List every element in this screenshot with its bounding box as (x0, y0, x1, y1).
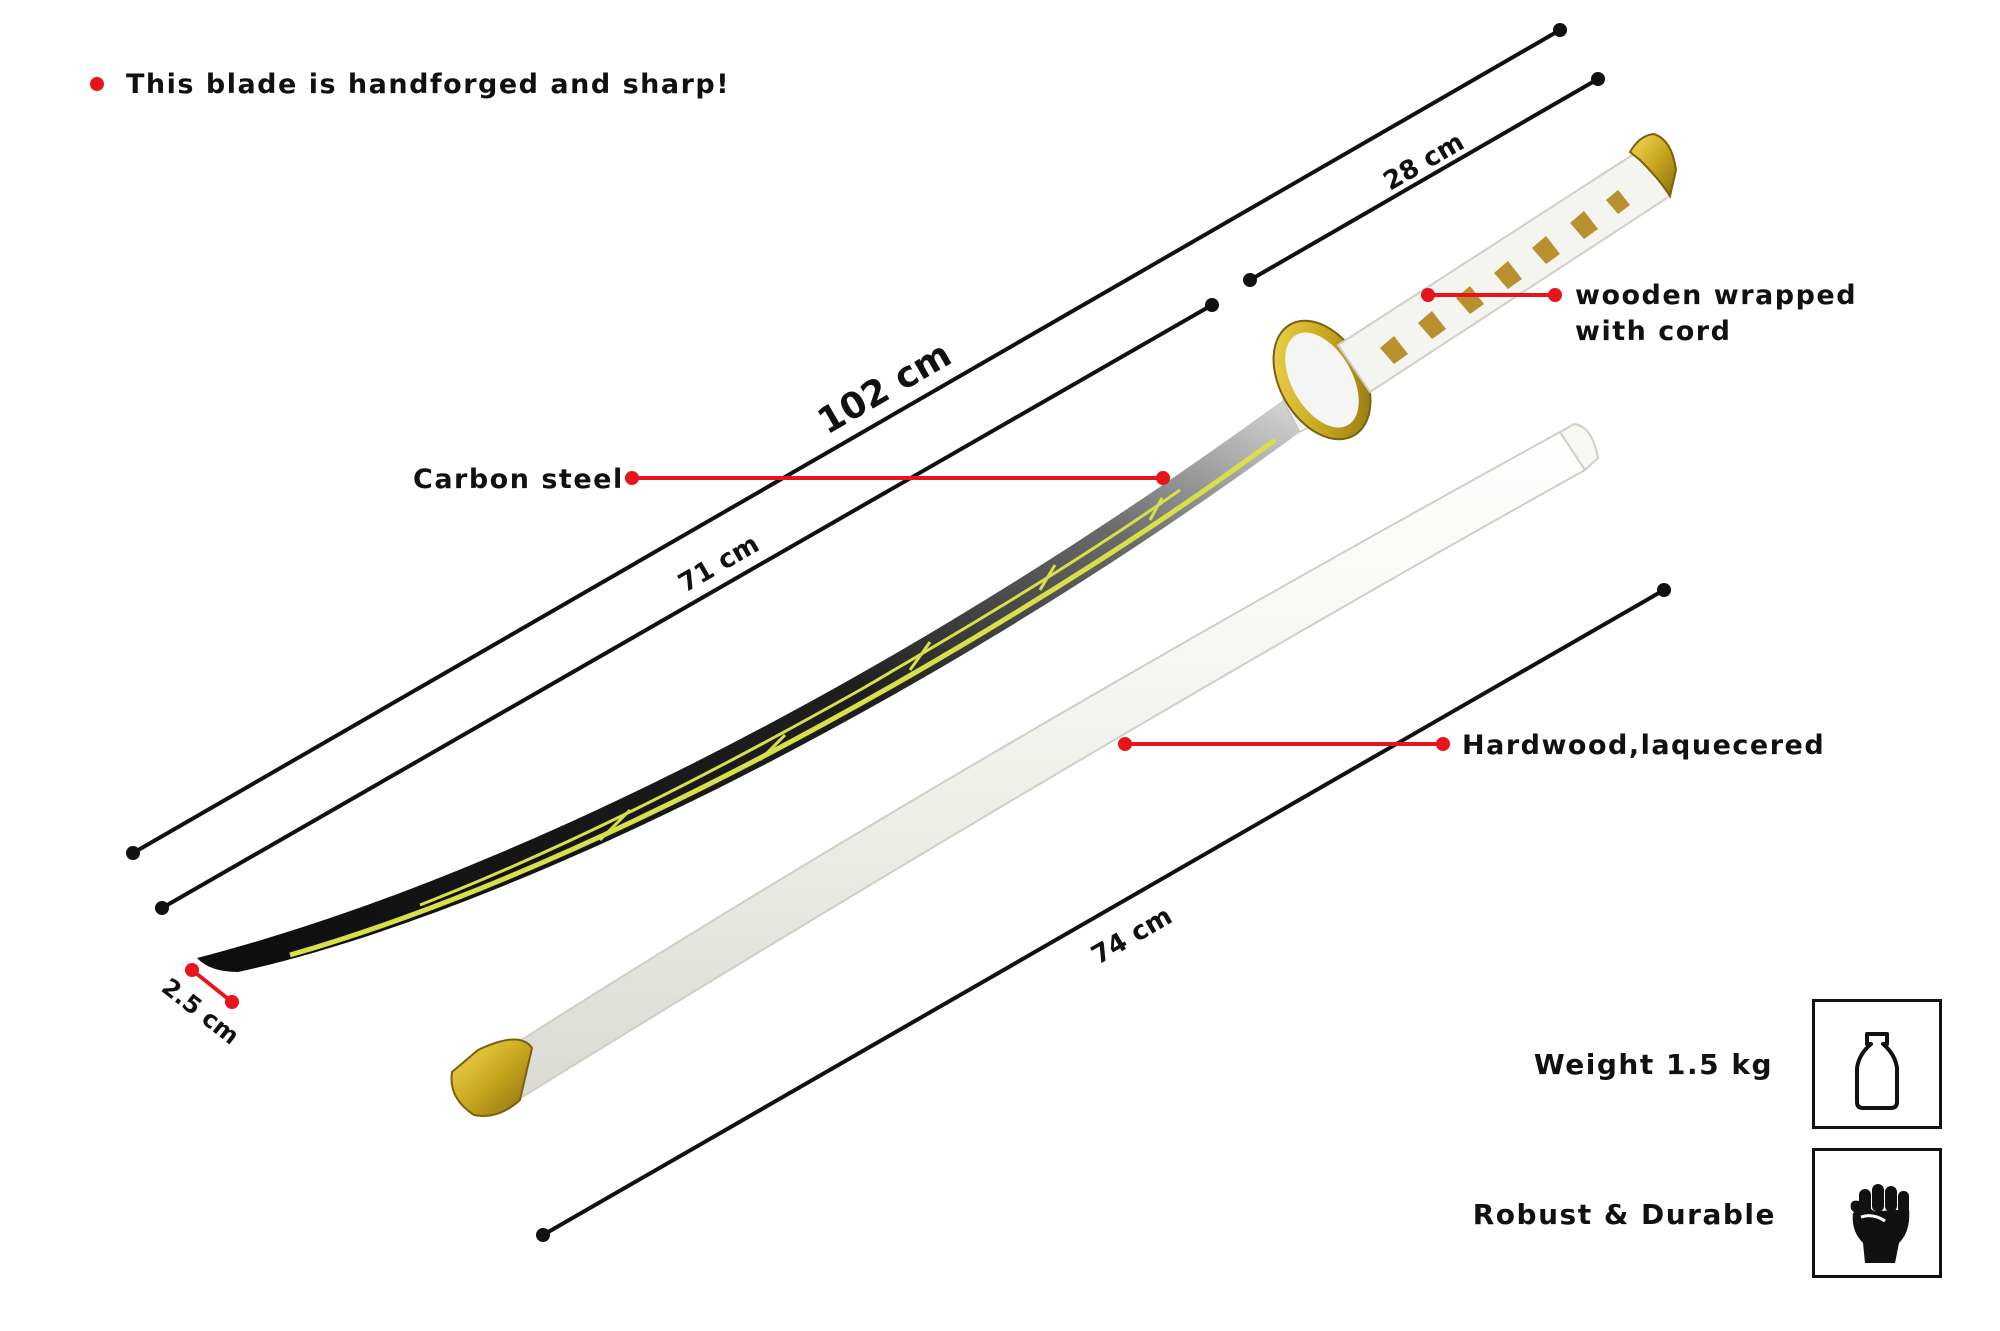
callout-blade-text: Carbon steel (413, 464, 624, 495)
scabbard (450, 422, 1600, 1117)
notice-text: This blade is handforged and sharp! (126, 69, 730, 100)
fist-icon-box (1812, 1148, 1942, 1278)
weight-icon (1855, 1032, 1899, 1110)
dimension-scabbard: 74 cm (536, 583, 1671, 1242)
dimension-overall: 102 cm (126, 23, 1567, 860)
fist-icon (1850, 1184, 1910, 1263)
callout-handle-line2: with cord (1575, 316, 1731, 347)
callout-handle-line1: wooden wrapped (1575, 280, 1857, 311)
callout-scabbard: Hardwood,laquecered (1118, 730, 1825, 761)
feature-weight-label: Weight 1.5 kg (1534, 1048, 1773, 1081)
notice-bullet (90, 77, 104, 91)
handle (1336, 132, 1678, 394)
dimension-blade: 71 cm (155, 298, 1219, 915)
callout-scabbard-text: Hardwood,laquecered (1462, 730, 1825, 761)
callout-blade: Carbon steel (413, 464, 1170, 495)
weight-icon-box (1812, 999, 1942, 1129)
feature-durable-label: Robust & Durable (1473, 1198, 1776, 1231)
dimension-width-label: 2.5 cm (156, 973, 244, 1051)
callout-handle: wooden wrapped with cord (1421, 280, 1857, 347)
dimension-scabbard-label: 74 cm (1087, 901, 1178, 971)
dimension-width: 2.5 cm (156, 963, 245, 1051)
